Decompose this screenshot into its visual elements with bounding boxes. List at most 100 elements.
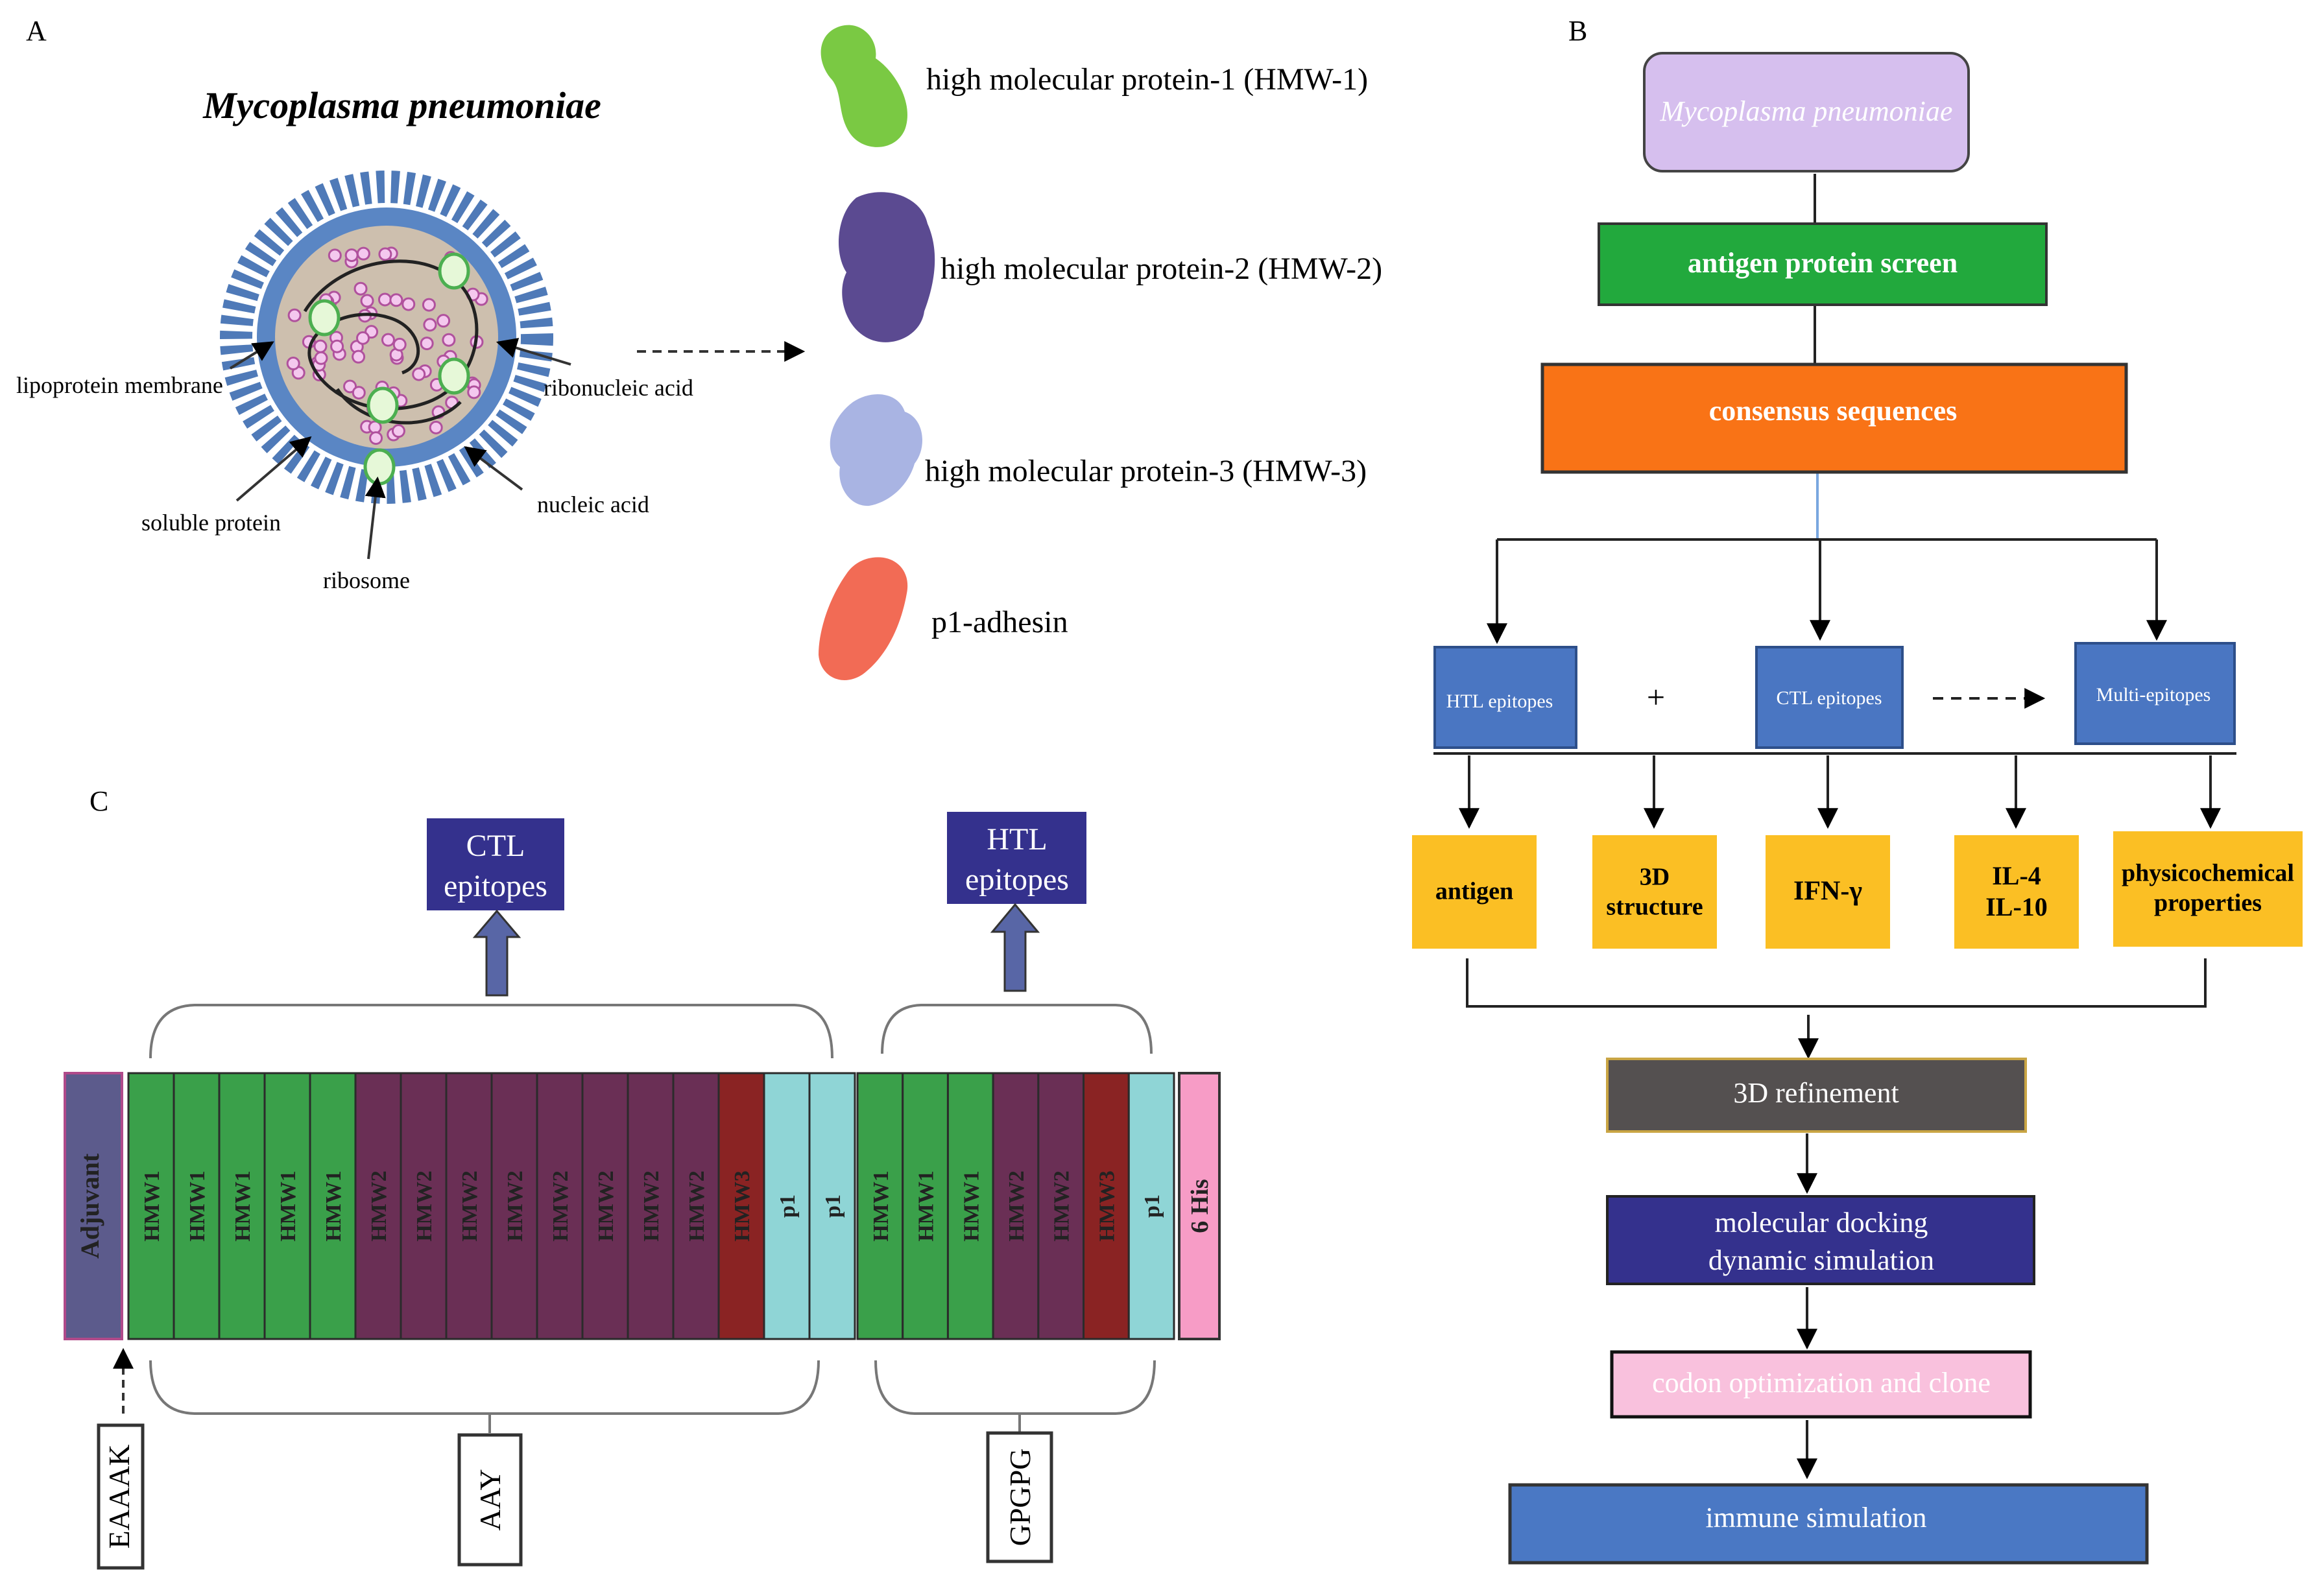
construct-6his-text: 6 His bbox=[1186, 1179, 1214, 1233]
linker-eaaak-text: EAAAK bbox=[102, 1445, 136, 1549]
ribosome-dot bbox=[391, 424, 405, 438]
segment-label: HMW2 bbox=[640, 1170, 664, 1242]
protein-hmw3 bbox=[830, 394, 922, 506]
flow-box-refinement-text: 3D refinement bbox=[1733, 1077, 1899, 1109]
cell-vesicle bbox=[438, 357, 470, 395]
ribosome-dot bbox=[401, 297, 416, 311]
segment-label: HMW1 bbox=[322, 1170, 346, 1242]
segment-label: HMW2 bbox=[367, 1170, 391, 1242]
protein-label-p1: p1-adhesin bbox=[931, 605, 1068, 639]
segment-hmw2 bbox=[354, 1072, 402, 1340]
flow-box-multi-epitopes-text: Multi-epitopes bbox=[2096, 684, 2211, 705]
segment-hmw1 bbox=[309, 1072, 357, 1340]
ribosome-dot bbox=[352, 386, 366, 400]
cell-vesicle bbox=[363, 448, 396, 486]
segment-hmw1 bbox=[856, 1072, 904, 1340]
ribosome-dot bbox=[352, 350, 366, 364]
segment-label: HMW2 bbox=[503, 1170, 527, 1242]
segment-hmw2 bbox=[581, 1072, 629, 1340]
segment-label: HMW3 bbox=[730, 1170, 754, 1242]
segment-label: HMW3 bbox=[1095, 1170, 1119, 1242]
flow-box-docking bbox=[1606, 1195, 2035, 1285]
cell-illustration bbox=[220, 171, 553, 504]
segment-label: HMW2 bbox=[594, 1170, 618, 1242]
segment-hmw2 bbox=[627, 1072, 675, 1340]
hmw2-icon bbox=[839, 192, 935, 342]
construct-braces bbox=[149, 1004, 1156, 1433]
ribosome-dot bbox=[314, 351, 328, 365]
panel-c-letter: C bbox=[90, 785, 108, 817]
flow-box-physicochemical bbox=[2113, 831, 2303, 947]
ribosome-dot bbox=[429, 420, 443, 434]
cell-callout-lines bbox=[229, 338, 571, 560]
ribosome-dot bbox=[369, 431, 383, 445]
ctl-epitopes-box bbox=[427, 818, 564, 910]
ribosome-dot bbox=[360, 294, 374, 308]
ribosome-dot bbox=[378, 247, 392, 261]
ribosome-dot bbox=[330, 339, 344, 353]
flow-box-organism-text: Mycoplasma pneumoniae bbox=[1660, 95, 1953, 127]
p1-adhesin-icon bbox=[819, 557, 908, 680]
flow-box-htl-epitopes bbox=[1433, 646, 1577, 749]
htl-box-line2: epitopes bbox=[965, 862, 1069, 897]
linker-aay-box bbox=[457, 1433, 523, 1567]
ribosome-dot bbox=[377, 292, 392, 307]
linker-gpgpg-text: GPGPG bbox=[1003, 1449, 1036, 1547]
ribosome-dot bbox=[389, 293, 403, 307]
ribosome-dot bbox=[437, 314, 451, 328]
flow-box-antigen-screen bbox=[1598, 222, 2048, 306]
flow-box-immune bbox=[1508, 1483, 2149, 1565]
segment-label: HMW1 bbox=[276, 1170, 300, 1242]
segment-hmw2 bbox=[490, 1072, 538, 1340]
segment-label: HMW1 bbox=[959, 1170, 983, 1242]
flow-box-ifn bbox=[1766, 835, 1890, 949]
protein-label-hmw1: high molecular protein-1 (HMW-1) bbox=[926, 62, 1368, 97]
flow-box-htl-epitopes-text: HTL epitopes bbox=[1446, 691, 1553, 712]
ribosome-dot bbox=[442, 333, 456, 347]
linker-gpgpg-box bbox=[986, 1431, 1053, 1563]
flow-box-ctl-epitopes bbox=[1755, 646, 1904, 749]
plus-sign: + bbox=[1647, 679, 1665, 715]
segment-label: HMW2 bbox=[685, 1170, 709, 1242]
hmw3-icon bbox=[830, 394, 922, 506]
htl-up-arrow bbox=[990, 903, 1040, 992]
flow-box-immune-text: immune simulation bbox=[1706, 1502, 1927, 1534]
ribosome-dot bbox=[353, 281, 368, 296]
cell-vesicle bbox=[366, 386, 399, 424]
ribosome-dot bbox=[420, 337, 434, 351]
flow-box-antigen-text: antigen bbox=[1435, 878, 1513, 905]
flow-box-codon bbox=[1610, 1350, 2032, 1419]
cell-vesicle bbox=[308, 299, 341, 337]
flow-box-3d-structure bbox=[1592, 835, 1717, 949]
flow-box-il bbox=[1954, 835, 2079, 949]
segment-hmw1 bbox=[218, 1072, 266, 1340]
ctl-box-line2: epitopes bbox=[444, 869, 547, 903]
cell-membrane-spikes bbox=[220, 171, 553, 504]
segment-hmw2 bbox=[1037, 1072, 1085, 1340]
ribosome-dot bbox=[344, 248, 359, 263]
segment-hmw2 bbox=[536, 1072, 584, 1340]
htl-epitopes-box bbox=[947, 812, 1086, 904]
segment-label: p1 bbox=[821, 1194, 845, 1218]
panel-a-title: Mycoplasma pneumoniae bbox=[202, 84, 601, 126]
flow-box-antigen bbox=[1412, 835, 1537, 949]
segment-label: HMW2 bbox=[1050, 1170, 1074, 1242]
protein-hmw2 bbox=[839, 192, 935, 342]
hmw1-icon bbox=[821, 25, 907, 147]
panel-b-letter: B bbox=[1568, 15, 1587, 47]
segment-label: HMW2 bbox=[549, 1170, 573, 1242]
ribosome-dot bbox=[287, 308, 302, 322]
ribosome-dot bbox=[412, 367, 426, 381]
ribosome-dot bbox=[328, 248, 342, 263]
label-ribonucleic-acid: ribonucleic acid bbox=[544, 375, 693, 401]
label-ribosome: ribosome bbox=[323, 567, 410, 593]
segment-label: HMW1 bbox=[231, 1170, 255, 1242]
construct-6his bbox=[1178, 1072, 1221, 1340]
flow-box-refinement bbox=[1606, 1058, 2027, 1133]
segment-label: HMW1 bbox=[186, 1170, 210, 1242]
segment-hmw3 bbox=[1083, 1072, 1130, 1340]
